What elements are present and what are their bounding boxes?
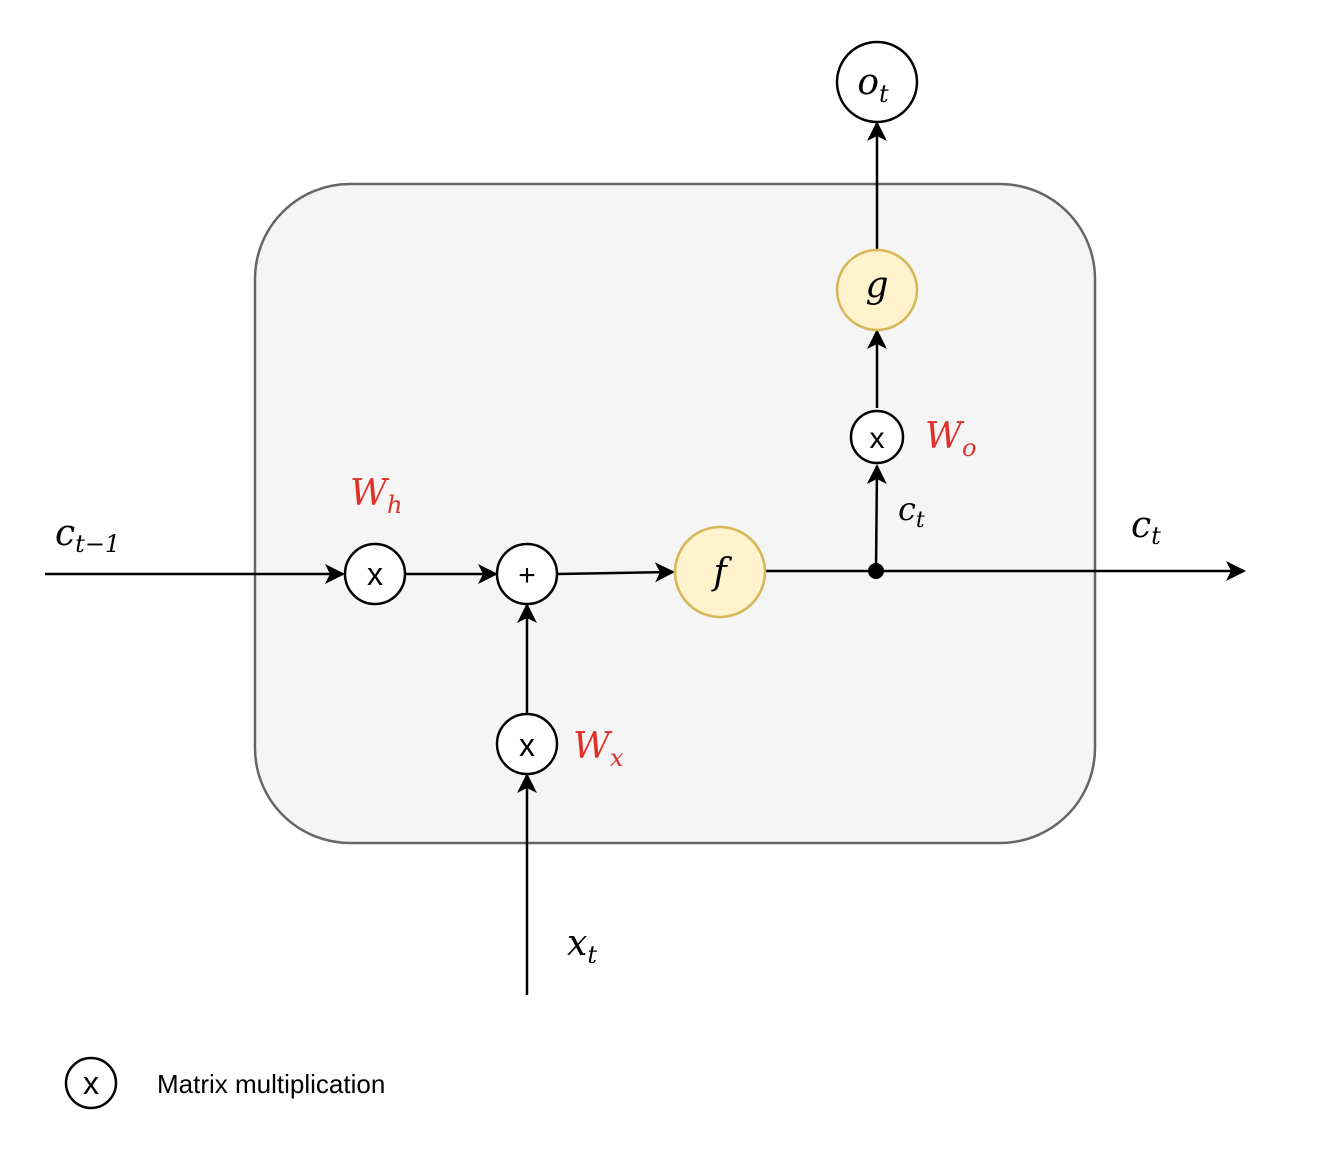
label-weight-h: Wh xyxy=(350,473,402,519)
activation-g: g xyxy=(835,248,919,332)
label-output-state-base: c xyxy=(1131,505,1151,546)
legend-text: Matrix multiplication xyxy=(157,1069,385,1099)
label-output-state: ct xyxy=(1131,505,1161,550)
label-input-x-base: x xyxy=(567,923,587,964)
mult-node-h: x xyxy=(343,542,407,606)
junction-dot xyxy=(868,563,884,579)
label-input-x-sub: t xyxy=(587,941,597,969)
mult-node-x: x xyxy=(495,712,559,776)
edge-add-to-f xyxy=(557,562,675,583)
mult-node-x-symbol: x xyxy=(519,727,535,763)
connections xyxy=(45,121,1246,995)
edge-junction-to-mult-o xyxy=(866,464,887,572)
output-o-label: ot xyxy=(857,62,889,108)
label-weight-h-sub: h xyxy=(387,491,402,519)
add-node-symbol: + xyxy=(518,559,536,592)
label-weight-o-base: W xyxy=(925,416,965,457)
label-branch-state-base: c xyxy=(898,490,916,528)
label-weight-h-base: W xyxy=(350,473,390,514)
label-weight-o-sub: o xyxy=(962,434,976,462)
mult-node-o-symbol: x xyxy=(870,422,885,455)
output-o-sub: t xyxy=(879,80,889,108)
label-branch-state-sub: t xyxy=(916,508,925,533)
label-prev-state-sub: t−1 xyxy=(75,530,120,558)
label-weight-o: Wo xyxy=(925,416,976,462)
output-o-base: o xyxy=(857,62,879,103)
label-weight-x-base: W xyxy=(573,726,613,767)
label-prev-state-base: c xyxy=(55,513,75,554)
label-weight-x-sub: x xyxy=(610,744,624,772)
legend-symbol-circle xyxy=(64,1056,118,1110)
activation-f: f xyxy=(673,525,767,619)
label-input-x: xt xyxy=(567,923,597,969)
mult-node-h-symbol: x xyxy=(367,556,383,592)
mult-node-o: x xyxy=(849,409,905,465)
label-branch-state: ct xyxy=(898,490,925,533)
label-prev-state: ct−1 xyxy=(55,513,120,558)
label-weight-x: Wx xyxy=(573,726,624,772)
legend: x Matrix multiplication xyxy=(64,1056,385,1110)
legend-symbol: x xyxy=(83,1065,99,1101)
add-node: + xyxy=(495,542,559,606)
label-output-state-sub: t xyxy=(1151,522,1161,550)
output-o-node: ot xyxy=(835,40,919,124)
activation-g-label: g xyxy=(865,265,888,306)
